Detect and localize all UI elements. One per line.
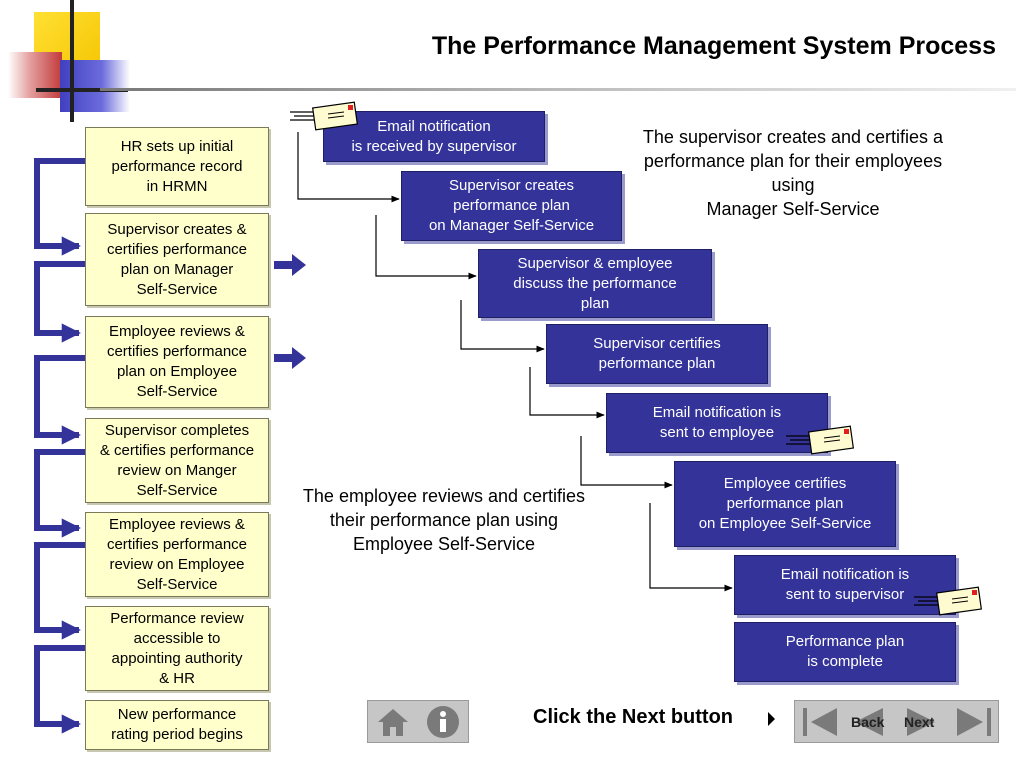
- step-box-supervisor-plan: Supervisor creates & certifies performan…: [85, 213, 269, 306]
- flow-connector-4: [529, 367, 605, 419]
- step-box-employee-plan: Employee reviews & certifies performance…: [85, 316, 269, 408]
- step-box-supervisor-review: Supervisor completes & certifies perform…: [85, 418, 269, 503]
- left-connector-5: [34, 542, 85, 640]
- page-title: The Performance Management System Proces…: [431, 32, 996, 60]
- step-box-review-accessible: Performance review accessible to appoint…: [85, 606, 269, 691]
- flow-box-email-supervisor: Email notification is received by superv…: [323, 111, 545, 162]
- envelope-icon: [914, 586, 983, 616]
- flow-box-supervisor-certifies: Supervisor certifies performance plan: [546, 324, 768, 384]
- decor-vertical-line: [70, 0, 74, 122]
- big-arrow-right-2: [274, 347, 306, 369]
- flow-connector-6: [649, 503, 733, 592]
- back-arrow-icon: [855, 708, 883, 736]
- flow-connector-2: [375, 215, 477, 280]
- title-rule: [100, 88, 1016, 91]
- left-connector-1: [34, 158, 85, 256]
- left-connector-6: [34, 645, 85, 734]
- home-button[interactable]: [368, 701, 418, 742]
- decor-horizontal-line: [36, 88, 128, 92]
- last-slide-icon[interactable]: [953, 706, 993, 738]
- home-info-bar: [367, 700, 469, 743]
- slide-nav-bar: Back Next: [794, 700, 999, 743]
- first-slide-icon[interactable]: [801, 706, 841, 738]
- supervisor-note: The supervisor creates and certifies a p…: [642, 127, 944, 219]
- info-button[interactable]: [418, 701, 468, 742]
- left-connector-4: [34, 449, 85, 538]
- flow-box-email-employee: Email notification is sent to employee: [606, 393, 828, 453]
- next-button[interactable]: Next: [904, 714, 935, 730]
- flow-box-supervisor-creates: Supervisor creates performance plan on M…: [401, 171, 622, 241]
- info-icon: [427, 705, 459, 738]
- flow-box-plan-complete: Performance plan is complete: [734, 622, 956, 682]
- next-arrow-icon: [907, 708, 935, 736]
- flow-box-employee-certifies: Employee certifies performance plan on E…: [674, 461, 896, 547]
- flow-box-email-supervisor-2: Email notification is sent to supervisor: [734, 555, 956, 615]
- step-box-new-period: New performance rating period begins: [85, 700, 269, 750]
- step-box-employee-review: Employee reviews & certifies performance…: [85, 512, 269, 597]
- flow-connector-3: [460, 300, 545, 353]
- flow-connector-1: [297, 132, 400, 203]
- flow-box-discuss-plan: Supervisor & employee discuss the perfor…: [478, 249, 712, 318]
- home-icon: [378, 708, 408, 736]
- big-arrow-right-1: [274, 254, 306, 276]
- click-next-instruction: Click the Next button: [533, 706, 734, 728]
- left-column-connectors: [34, 158, 85, 734]
- left-connector-2: [34, 261, 85, 343]
- back-button[interactable]: Back: [851, 714, 885, 730]
- flow-connector-5: [580, 436, 673, 489]
- step-box-hr-setup: HR sets up initial performance record in…: [85, 127, 269, 206]
- big-arrows: [274, 254, 306, 369]
- flow-connectors: [297, 132, 733, 592]
- left-connector-3: [34, 355, 85, 445]
- envelope-icon: [290, 101, 359, 131]
- employee-note: The employee reviews and certifies their…: [302, 486, 586, 554]
- pointer-triangle-icon: [768, 712, 775, 726]
- envelope-icon: [786, 425, 855, 455]
